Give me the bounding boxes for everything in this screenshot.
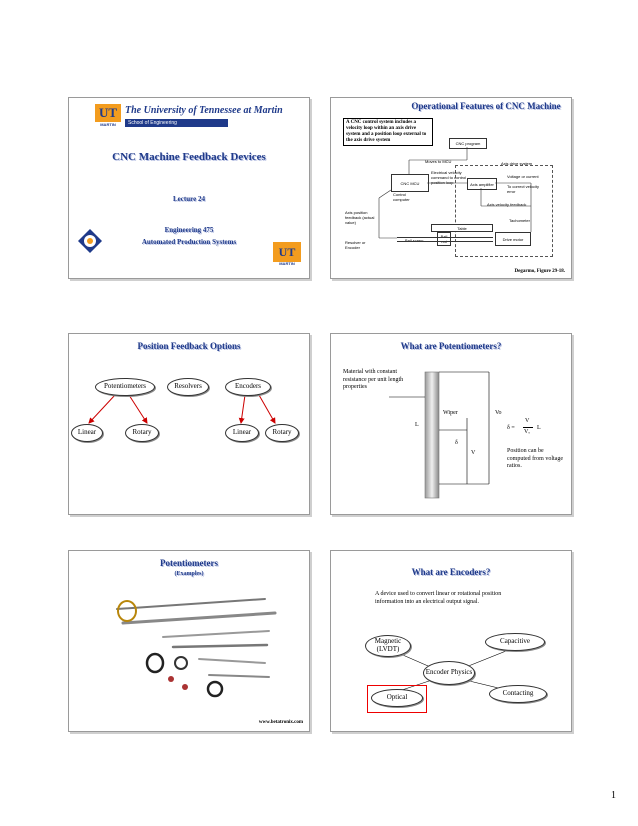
length-label: L bbox=[415, 422, 419, 428]
banner-school: School of Engineering bbox=[125, 119, 228, 127]
figure-credit: Degarmo, Figure 29-18. bbox=[515, 269, 565, 274]
node-pot-rotary: Rotary bbox=[125, 424, 159, 442]
photo-credit: www.betatronix.com bbox=[259, 720, 303, 725]
feedback-arrows bbox=[69, 334, 309, 514]
v-label: V bbox=[471, 450, 475, 456]
slide-5-potentiometer-examples[interactable]: Potentiometers (Examples) www.betatronix… bbox=[68, 550, 310, 732]
vo-label: Vo bbox=[495, 410, 502, 416]
node-optical: Optical bbox=[371, 689, 423, 707]
node-magnetic-lvdt: Magnetic (LVDT) bbox=[365, 635, 411, 657]
potentiometer-photo bbox=[69, 551, 309, 731]
node-resolvers: Resolvers bbox=[167, 378, 209, 396]
banner-university-title: The University of Tennessee at Martin bbox=[125, 105, 283, 116]
node-pot-linear: Linear bbox=[71, 424, 103, 442]
node-contacting: Contacting bbox=[489, 685, 547, 703]
banner-martin: MARTIN bbox=[95, 123, 121, 127]
course-number: Engineering 475 bbox=[89, 226, 289, 234]
wiper-label: Wiper bbox=[443, 410, 458, 416]
page-number: 1 bbox=[596, 790, 616, 801]
slide-2-cnc-features[interactable]: Operational Features of CNC Machine A CN… bbox=[330, 97, 572, 279]
seal-icon bbox=[77, 228, 103, 254]
slide-1-title[interactable]: UT MARTIN The University of Tennessee at… bbox=[68, 97, 310, 279]
node-capacitive: Capacitive bbox=[485, 633, 545, 651]
ut-martin-banner: UT MARTIN The University of Tennessee at… bbox=[95, 104, 285, 130]
node-encoder-physics: Encoder Physics bbox=[423, 661, 475, 685]
slide-6-what-are-encoders[interactable]: What are Encoders? A device used to conv… bbox=[330, 550, 572, 732]
position-description: Position can be computed from voltage ra… bbox=[507, 448, 565, 471]
diagram-connectors bbox=[331, 98, 571, 278]
slide-4-what-are-potentiometers[interactable]: What are Potentiometers? Material with c… bbox=[330, 333, 572, 515]
ut-logo-mark: UT bbox=[95, 104, 121, 122]
ut-corner-logo: UT MARTIN bbox=[273, 242, 301, 272]
delta-label: δ bbox=[455, 440, 458, 446]
node-enc-rotary: Rotary bbox=[265, 424, 299, 442]
node-encoders: Encoders bbox=[225, 378, 271, 396]
position-equation: δ = V Vₒ L bbox=[507, 418, 567, 440]
lecture-number: Lecture 24 bbox=[89, 195, 289, 203]
node-potentiometers: Potentiometers bbox=[95, 378, 155, 396]
slide-title: CNC Machine Feedback Devices bbox=[89, 150, 289, 164]
node-enc-linear: Linear bbox=[225, 424, 259, 442]
slide-3-position-feedback[interactable]: Position Feedback Options Potentiometers… bbox=[68, 333, 310, 515]
course-name: Automated Production Systems bbox=[89, 238, 289, 246]
